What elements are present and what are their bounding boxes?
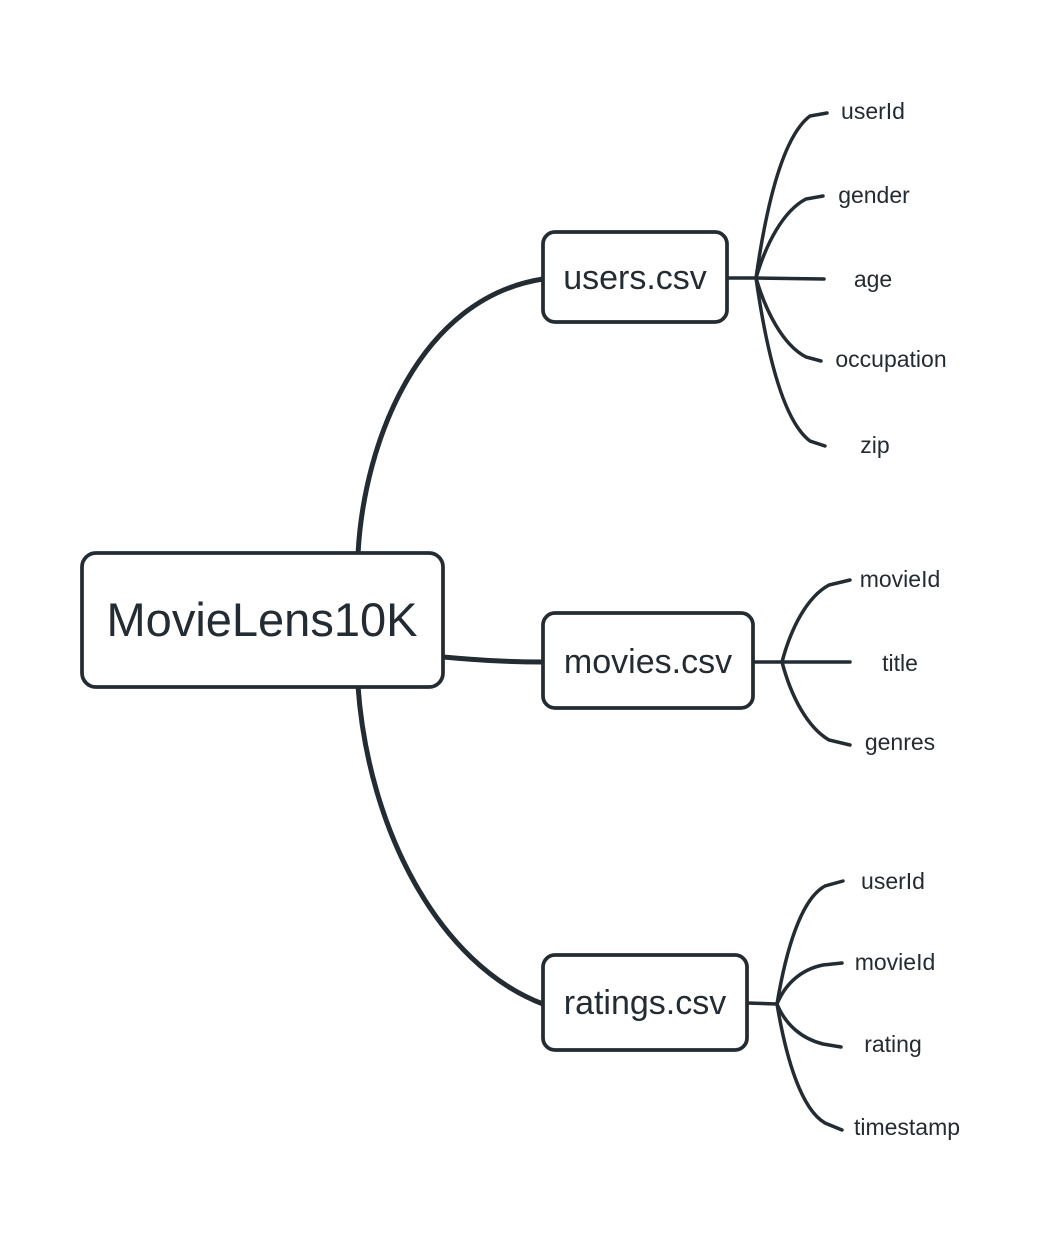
branch-ratings-userid	[775, 879, 845, 1006]
users-node: users.csv	[541, 230, 729, 324]
edge-ratings-fan-stem	[745, 1001, 779, 1006]
root-node: MovieLens10K	[80, 551, 445, 689]
leaf-label-movies-genres: genres	[865, 729, 935, 755]
leaf-label-ratings-timestamp: timestamp	[854, 1114, 960, 1140]
leaf-label-ratings-rating: rating	[864, 1031, 922, 1057]
branch-ratings-movieid	[775, 961, 844, 1006]
leaf-label-users-zip: zip	[860, 432, 889, 458]
branch-users-userid	[754, 111, 829, 280]
leaf-label-movies-movieid: movieId	[860, 566, 941, 592]
branch-users-zip	[754, 276, 827, 448]
branch-movies-genres	[780, 660, 852, 747]
leaf-label-movies-title: title	[882, 650, 918, 676]
root-node-box	[80, 551, 445, 689]
root-node-label: MovieLens10K	[107, 593, 418, 646]
edge-root-to-ratings	[355, 683, 546, 1007]
branch-ratings-timestamp	[775, 1002, 844, 1132]
leaf-label-users-occupation: occupation	[835, 346, 946, 372]
leaf-label-users-age: age	[854, 266, 892, 292]
leaf-label-users-gender: gender	[838, 182, 910, 208]
branch-users-age	[754, 276, 826, 281]
leaf-label-ratings-userid: userId	[861, 868, 925, 894]
branch-users-occupation	[754, 276, 823, 363]
branch-users-gender	[754, 194, 825, 280]
movies-node-label: movies.csv	[564, 643, 732, 681]
ratings-node-label: ratings.csv	[564, 984, 727, 1022]
edge-root-to-users	[355, 276, 546, 557]
ratings-node: ratings.csv	[541, 953, 749, 1052]
leaf-label-ratings-movieid: movieId	[855, 949, 936, 975]
branch-movies-movieid	[780, 578, 852, 664]
movies-node-box	[541, 611, 755, 710]
leaf-label-users-userid: userId	[841, 98, 905, 124]
branch-ratings-rating	[775, 1002, 843, 1049]
users-node-label: users.csv	[563, 259, 707, 297]
edge-root-to-movies	[440, 654, 546, 665]
users-node-box	[541, 230, 729, 324]
movies-node: movies.csv	[541, 611, 755, 710]
ratings-node-box	[541, 953, 749, 1052]
